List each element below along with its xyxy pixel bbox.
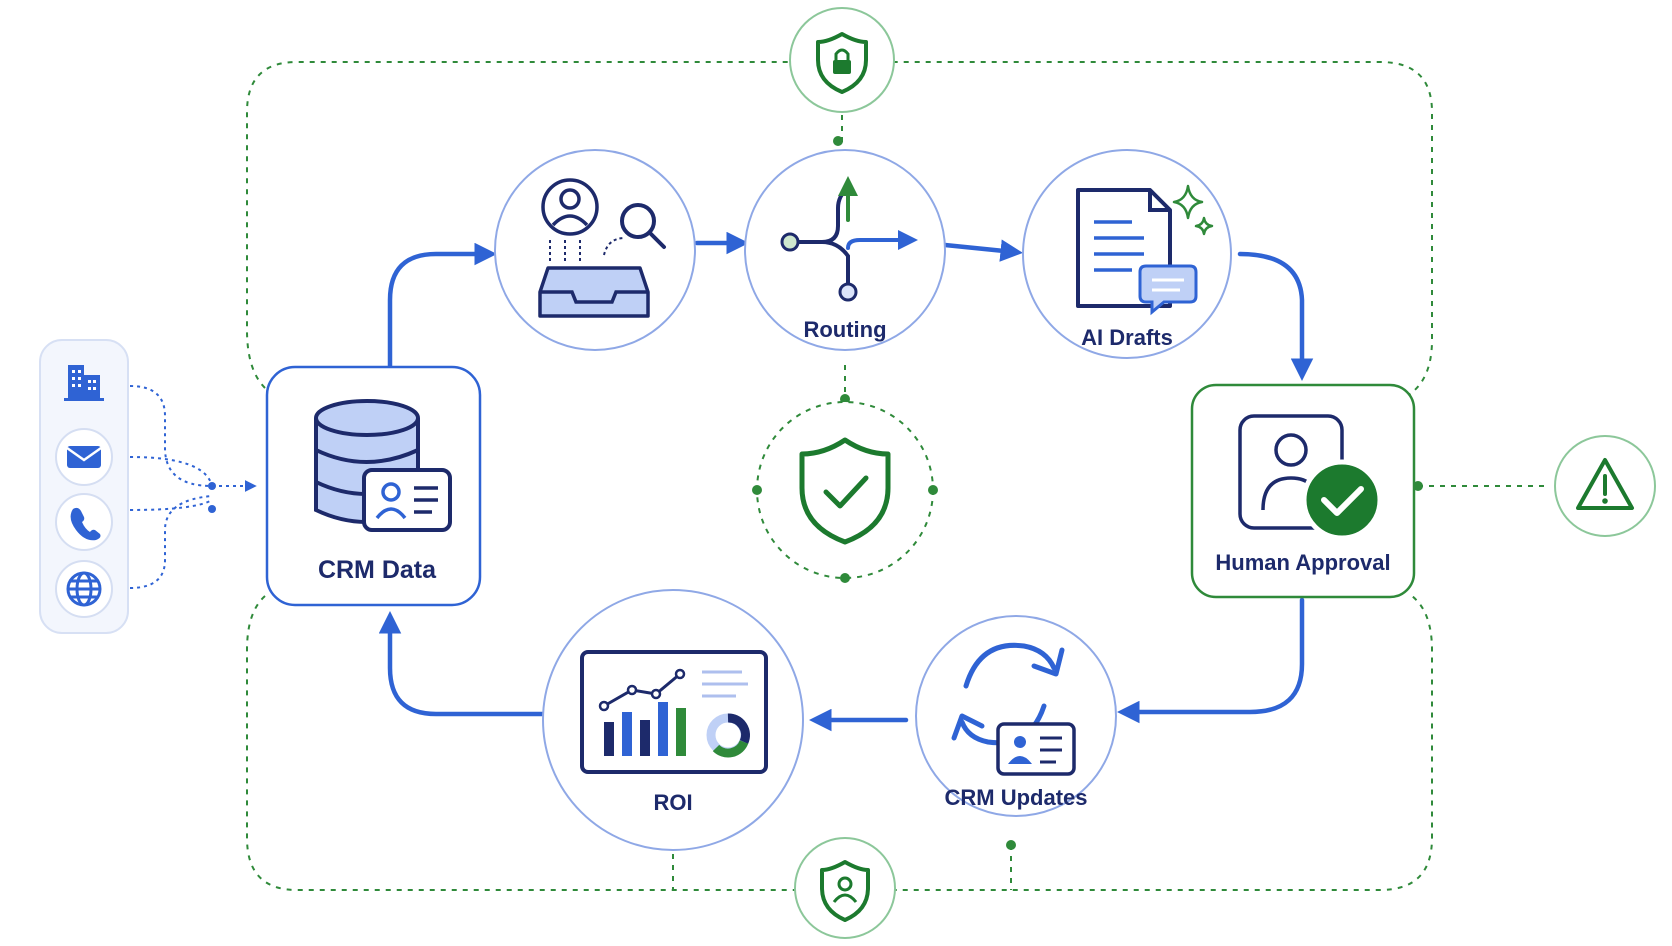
- sparkle-icon: [1172, 184, 1214, 236]
- dashboard-icon: [580, 650, 768, 774]
- arrow-routing-to-drafts: [942, 239, 1023, 262]
- sync-icon: [951, 642, 1065, 746]
- roi-node[interactable]: ROI: [542, 589, 804, 851]
- contact-card-icon: [996, 722, 1076, 776]
- routing-icon: [796, 176, 918, 286]
- lead-intake-node[interactable]: [494, 149, 696, 351]
- user-icon: [541, 178, 599, 236]
- human-approval-node[interactable]: Human Approval: [1190, 383, 1416, 599]
- crm-updates-node[interactable]: CRM Updates: [915, 615, 1117, 817]
- ai-drafts-node[interactable]: AI Drafts: [1022, 149, 1232, 359]
- contact-card-icon: [362, 468, 452, 532]
- frame-top: [246, 61, 1433, 395]
- user-shield-icon: [820, 860, 870, 922]
- building-icon: [64, 365, 104, 401]
- arrow-crm-to-intake: [387, 242, 497, 371]
- ai-drafts-label: AI Drafts: [1081, 325, 1173, 350]
- arrow-roi-to-crm: [378, 611, 545, 717]
- compliance-guard: [752, 401, 938, 583]
- search-icon: [620, 203, 666, 249]
- routing-label: Routing: [803, 317, 886, 342]
- routing-end-dot: [838, 282, 858, 302]
- routing-node[interactable]: Routing: [744, 149, 946, 351]
- routing-start-dot: [780, 232, 800, 252]
- phone-icon: [55, 493, 113, 551]
- human-approval-label: Human Approval: [1215, 550, 1390, 575]
- security-badge-top: [789, 7, 895, 113]
- crm-updates-label: CRM Updates: [944, 785, 1087, 810]
- globe-icon: [55, 560, 113, 618]
- mail-icon: [55, 428, 113, 486]
- inbox-tray-icon: [538, 237, 650, 318]
- warning-icon: [1576, 458, 1634, 510]
- check-shield-icon: [799, 437, 891, 545]
- crm-data-label: CRM Data: [318, 556, 437, 584]
- roi-label: ROI: [653, 790, 692, 815]
- risk-alert-badge: [1554, 435, 1656, 537]
- chat-bubble-icon: [1138, 264, 1198, 316]
- arrow-approval-to-updates: [1117, 597, 1305, 724]
- crm-data-node[interactable]: CRM Data: [265, 365, 482, 607]
- security-badge-bottom: [794, 837, 896, 939]
- flow-arrows: [378, 231, 1314, 732]
- approved-check-icon: [1301, 459, 1383, 541]
- lock-shield-icon: [816, 32, 868, 94]
- arrow-drafts-to-approval: [1237, 251, 1314, 381]
- input-connectors: [129, 385, 257, 589]
- input-channels-panel: [39, 339, 257, 634]
